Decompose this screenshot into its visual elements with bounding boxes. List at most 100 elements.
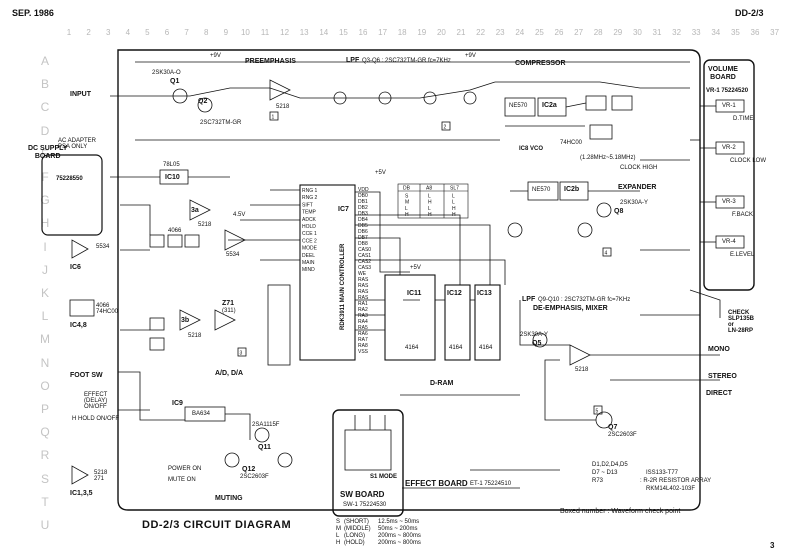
vr3-label: F.BACK <box>732 212 754 218</box>
row-letter: J <box>42 262 48 277</box>
preemphasis-label: PREEMPHASIS <box>245 58 296 65</box>
column-number: 19 <box>417 28 427 37</box>
mono-label: MONO <box>708 346 730 353</box>
legend-ic48-part: 4066 74HC00 <box>96 303 119 315</box>
controller-pin-right: CAS3 <box>358 265 371 271</box>
row-letter: M <box>40 332 50 347</box>
column-number: 16 <box>358 28 368 37</box>
note-r2r: : R-2R RESISTOR ARRAY <box>640 478 712 484</box>
controller-pin-right: DB1 <box>358 199 368 205</box>
ic7-name: RDK3911 MAIN CONTROLLER <box>340 243 346 330</box>
controller-pin-left: RNG 1 <box>302 188 318 194</box>
controller-pin-right: RAS <box>358 295 369 301</box>
controller-pin-left: MIND <box>302 267 315 273</box>
ic10-label: IC10 <box>165 174 180 181</box>
column-number: 9 <box>223 28 229 37</box>
effect-board-title: EFFECT BOARD <box>405 479 468 488</box>
column-number: 15 <box>338 28 348 37</box>
ne570b-label: NE570 <box>532 187 551 193</box>
expander-label: EXPANDER <box>618 184 657 191</box>
q2-part: 2SC732TM-GR <box>200 120 242 126</box>
column-number: 4 <box>125 28 131 37</box>
ic2b-label: IC2b <box>564 186 580 193</box>
delay-mode-row: M(MIDDLE)50ms ~ 200ms <box>336 526 438 533</box>
volume-board-part: VR-1 75224520 <box>706 88 749 94</box>
row-letter: F <box>41 170 49 184</box>
vr3-id: VR-3 <box>722 199 736 205</box>
row-letter: N <box>40 355 50 370</box>
note-diode-part: ISS133-T77 <box>646 470 679 476</box>
ic12-label: IC12 <box>447 290 462 297</box>
row-letter: S <box>40 471 49 486</box>
vr4-label: E.LEVEL <box>730 252 755 258</box>
note-diodes2: D7 ~ D13 <box>592 470 618 476</box>
column-number: 35 <box>730 28 740 37</box>
header-date: SEP. 1986 <box>12 8 54 18</box>
row-letter: G <box>40 193 50 208</box>
compressor-label: COMPRESSOR <box>515 60 566 67</box>
note-r73: R73 <box>592 478 604 484</box>
delay-mode-row: L(LONG)200ms ~ 800ms <box>336 533 438 540</box>
controller-pin-right: RA2 <box>358 307 368 313</box>
row-letter: R <box>40 448 50 463</box>
lpf-top-label: LPF <box>346 57 360 64</box>
column-number: 10 <box>240 28 250 37</box>
delay-mode-row: S(SHORT)12.5ms ~ 50ms <box>336 519 438 526</box>
controller-pin-right: RA7 <box>358 337 368 343</box>
ic2a-label: IC2a <box>542 102 557 109</box>
column-number: 13 <box>299 28 309 37</box>
controller-pin-right: RA3 <box>358 313 368 319</box>
vco-label: IC8 VCO <box>519 146 544 152</box>
ic3b-label: 3b <box>181 317 190 324</box>
controller-pin-right: WE <box>358 271 367 277</box>
row-letter: D <box>40 123 50 138</box>
vco-range: (1.28MHz~5.18MHz) <box>580 155 636 161</box>
row-letter: Q <box>40 425 50 440</box>
row-letter: L <box>41 309 49 324</box>
column-number: 7 <box>184 28 189 37</box>
column-number: 12 <box>280 28 290 37</box>
q2-id: Q2 <box>198 98 208 105</box>
column-number: 3 <box>105 28 111 37</box>
controller-pin-right: CAS2 <box>358 259 371 265</box>
controller-pin-right: RA4 <box>358 319 368 325</box>
vr4-id: VR-4 <box>722 239 736 245</box>
header-code: DD-2/3 <box>735 8 764 18</box>
delay-mode-cell: (SHORT) <box>344 519 369 525</box>
delay-mode-cell: (HOLD) <box>344 540 365 546</box>
supply-5v-b: +5V <box>410 265 421 271</box>
truth-table-cell: L <box>452 200 455 206</box>
column-number: 26 <box>554 28 564 37</box>
controller-pin-right: DB5 <box>358 223 368 229</box>
ic13-label: IC13 <box>477 290 492 297</box>
controller-pin-left: TEMP <box>302 210 317 216</box>
ic7-label: IC7 <box>338 206 349 213</box>
controller-pin-left: CCE 2 <box>302 238 317 244</box>
page-title: DD-2/3 CIRCUIT DIAGRAM <box>142 519 292 531</box>
supply-5v-a: +5V <box>375 170 386 176</box>
ic5218-a: 5218 <box>276 104 290 110</box>
lpf-bottom-note: Q9-Q10 : 2SC732TM-GR fc=7KHz <box>538 297 631 303</box>
stereo-label: STEREO <box>708 373 737 380</box>
controller-pin-left: MAIN <box>302 260 315 266</box>
row-letter: U <box>40 518 50 532</box>
column-number: 27 <box>574 28 584 37</box>
column-number: 14 <box>319 28 329 37</box>
effect-board-part: ET-1 75224510 <box>470 481 512 487</box>
controller-pin-left: ADCK <box>302 217 317 223</box>
truth-table-cell: S <box>405 194 409 200</box>
ic5218-b: 5218 <box>198 222 212 228</box>
controller-pin-right: RAS <box>358 277 369 283</box>
delay-mode-cell: 200ms ~ 800ms <box>378 540 421 546</box>
row-letter: E <box>40 146 49 161</box>
q11-id: Q11 <box>258 444 271 451</box>
delay-mode-cell: (MIDDLE) <box>344 526 371 532</box>
ic9-part: BA634 <box>192 411 211 417</box>
ic11-part: 4164 <box>405 345 419 351</box>
controller-pin-right: DB8 <box>358 241 368 247</box>
controller-pin-right: DB2 <box>358 205 368 211</box>
truth-table-header: A8 <box>426 186 432 192</box>
